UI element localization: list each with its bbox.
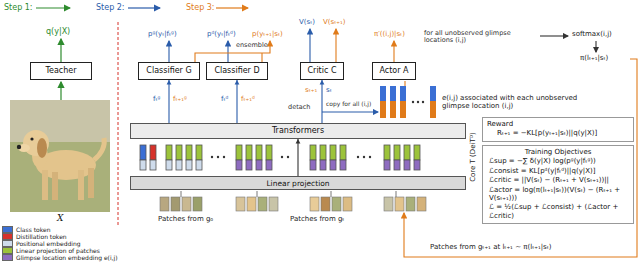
connector [168,80,169,123]
panel-heading: Training Objectives [487,148,629,156]
process-box: Transformers [130,123,466,139]
legend-swatch [2,254,13,261]
state-label: sₜ₊₁ [305,86,317,94]
image-label: X [57,213,63,223]
feature-label: fₜ₊₁ᵈ [241,95,255,103]
feature-label: fₜᵍ [153,95,160,103]
panel-box: RewardRₜ₊₁ = −KL[p(yₜ₊₁|sₜ)||q(y|X)] [482,117,634,142]
box-label: Transformers [272,126,324,136]
connector [236,80,237,123]
legend-swatch [2,226,13,233]
function-label: softmax(i,j) [572,30,612,38]
legend-text: Glimpse location embedding e(i,j) [16,254,118,261]
patch-tiles [160,197,426,211]
patch-caption: Patches from gₜ₊₁ at lₜ₊₁ ∼ π(lₜ₊₁|sₜ) [430,243,552,251]
connector [321,80,322,123]
box-label: Linear projection [266,179,329,188]
process-box: Linear projection [130,176,466,190]
output-label: π′((i,j)|sₜ) [374,30,405,38]
legend-swatch [2,233,13,240]
patch-caption: Patches from gₜ [290,215,344,223]
formula-text: ℒconsist = KL[pᵈ(y|fₜᵈ)||q(y|X)] [487,167,629,175]
formula-text: ℒcritic = ||V(sₜ) − (Rₜ₊₁ + V(sₜ₊₁))|| [487,176,629,184]
legend-swatch [2,240,13,247]
step-label: Step 1: [4,3,33,12]
dog-image [10,100,110,212]
legend-row: Linear projection of patches [2,247,118,254]
note-text: for all unobserved glimpse locations (i,… [424,30,536,45]
note-text: copy for all (i,j) [326,101,371,108]
note-text: e(i,j) associated with each unobserved g… [442,94,582,110]
formula-text: Rₜ₊₁ = −KL[p(yₜ₊₁|sₜ)||q(y|X)] [487,129,629,137]
box-label: Actor A [379,66,408,76]
arrow-head [320,80,325,85]
formula-text: ℒ = ½(ℒsup + ℒconsist) + (ℒactor + ℒcrit… [487,203,629,220]
process-box: Critic C [300,62,344,80]
note-text: ensemble [236,42,268,49]
box-label: Classifier D [214,66,259,76]
box-label: Teacher [45,66,76,76]
step-label: Step 3: [186,3,215,12]
actor-input-bars [380,81,436,118]
output-label: pᵍ(yₜ|fₜᵍ) [148,30,177,38]
legend-row: Positional embedding [2,240,118,247]
state-label: sₜ [326,86,332,94]
output-arrows [169,29,637,257]
output-label: π(lₜ₊₁|sₜ) [580,54,608,62]
output-label: V(sₜ) [299,18,315,26]
legend: Class tokenDistillation tokenPositional … [2,226,118,261]
formula-text: ℒactor = log(π(lₜ₊₁|sₜ))(V(sₜ) − (Rₜ₊₁ +… [487,186,629,203]
legend-text: Positional embedding [16,240,81,247]
output-label: q(y|X) [46,27,70,36]
box-label: Classifier G [146,66,191,76]
process-box: Classifier D [206,62,268,80]
connector [297,139,298,176]
arrow-head [167,80,172,85]
feature-label: fₜᵈ [221,95,228,103]
panel-box: Training Objectivesℒsup = −∑ δ(y|X) log(… [482,145,634,224]
legend-text: Class token [16,226,50,233]
legend-text: Linear projection of patches [16,247,100,254]
box-label: Critic C [308,66,337,76]
step-arrows [36,7,248,8]
legend-row: Glimpse location embedding e(i,j) [2,254,118,261]
panel-heading: Reward [487,120,629,128]
feature-label: fₜ₊₁ᵍ [173,95,187,103]
step-divider [118,22,119,225]
legend-row: Class token [2,226,118,233]
arrow-head [296,139,301,144]
process-box: Actor A [372,62,416,80]
tokens [140,145,420,170]
output-label: pᵈ(yₜ|fₜᵈ) [207,30,236,38]
patch-caption: Patches from g₀ [158,215,213,223]
arrow-head [235,80,240,85]
output-label: V(sₜ₊₁) [323,18,345,26]
formula-text: ℒsup = −∑ δ(y|X) log(pᵍ(y|fₜᵍ)) [487,157,629,165]
patch-arrows [181,191,396,197]
process-box: Teacher [30,62,92,80]
legend-swatch [2,247,13,254]
side-label: Core T (DeiTᴰ) [469,132,477,182]
step-label: Step 2: [96,3,125,12]
legend-text: Distillation token [16,233,67,240]
legend-row: Distillation token [2,233,118,240]
process-box: Classifier G [138,62,200,80]
note-text: detach [288,104,310,111]
output-label: p(yₜ₊₁|sₜ) [252,30,283,38]
